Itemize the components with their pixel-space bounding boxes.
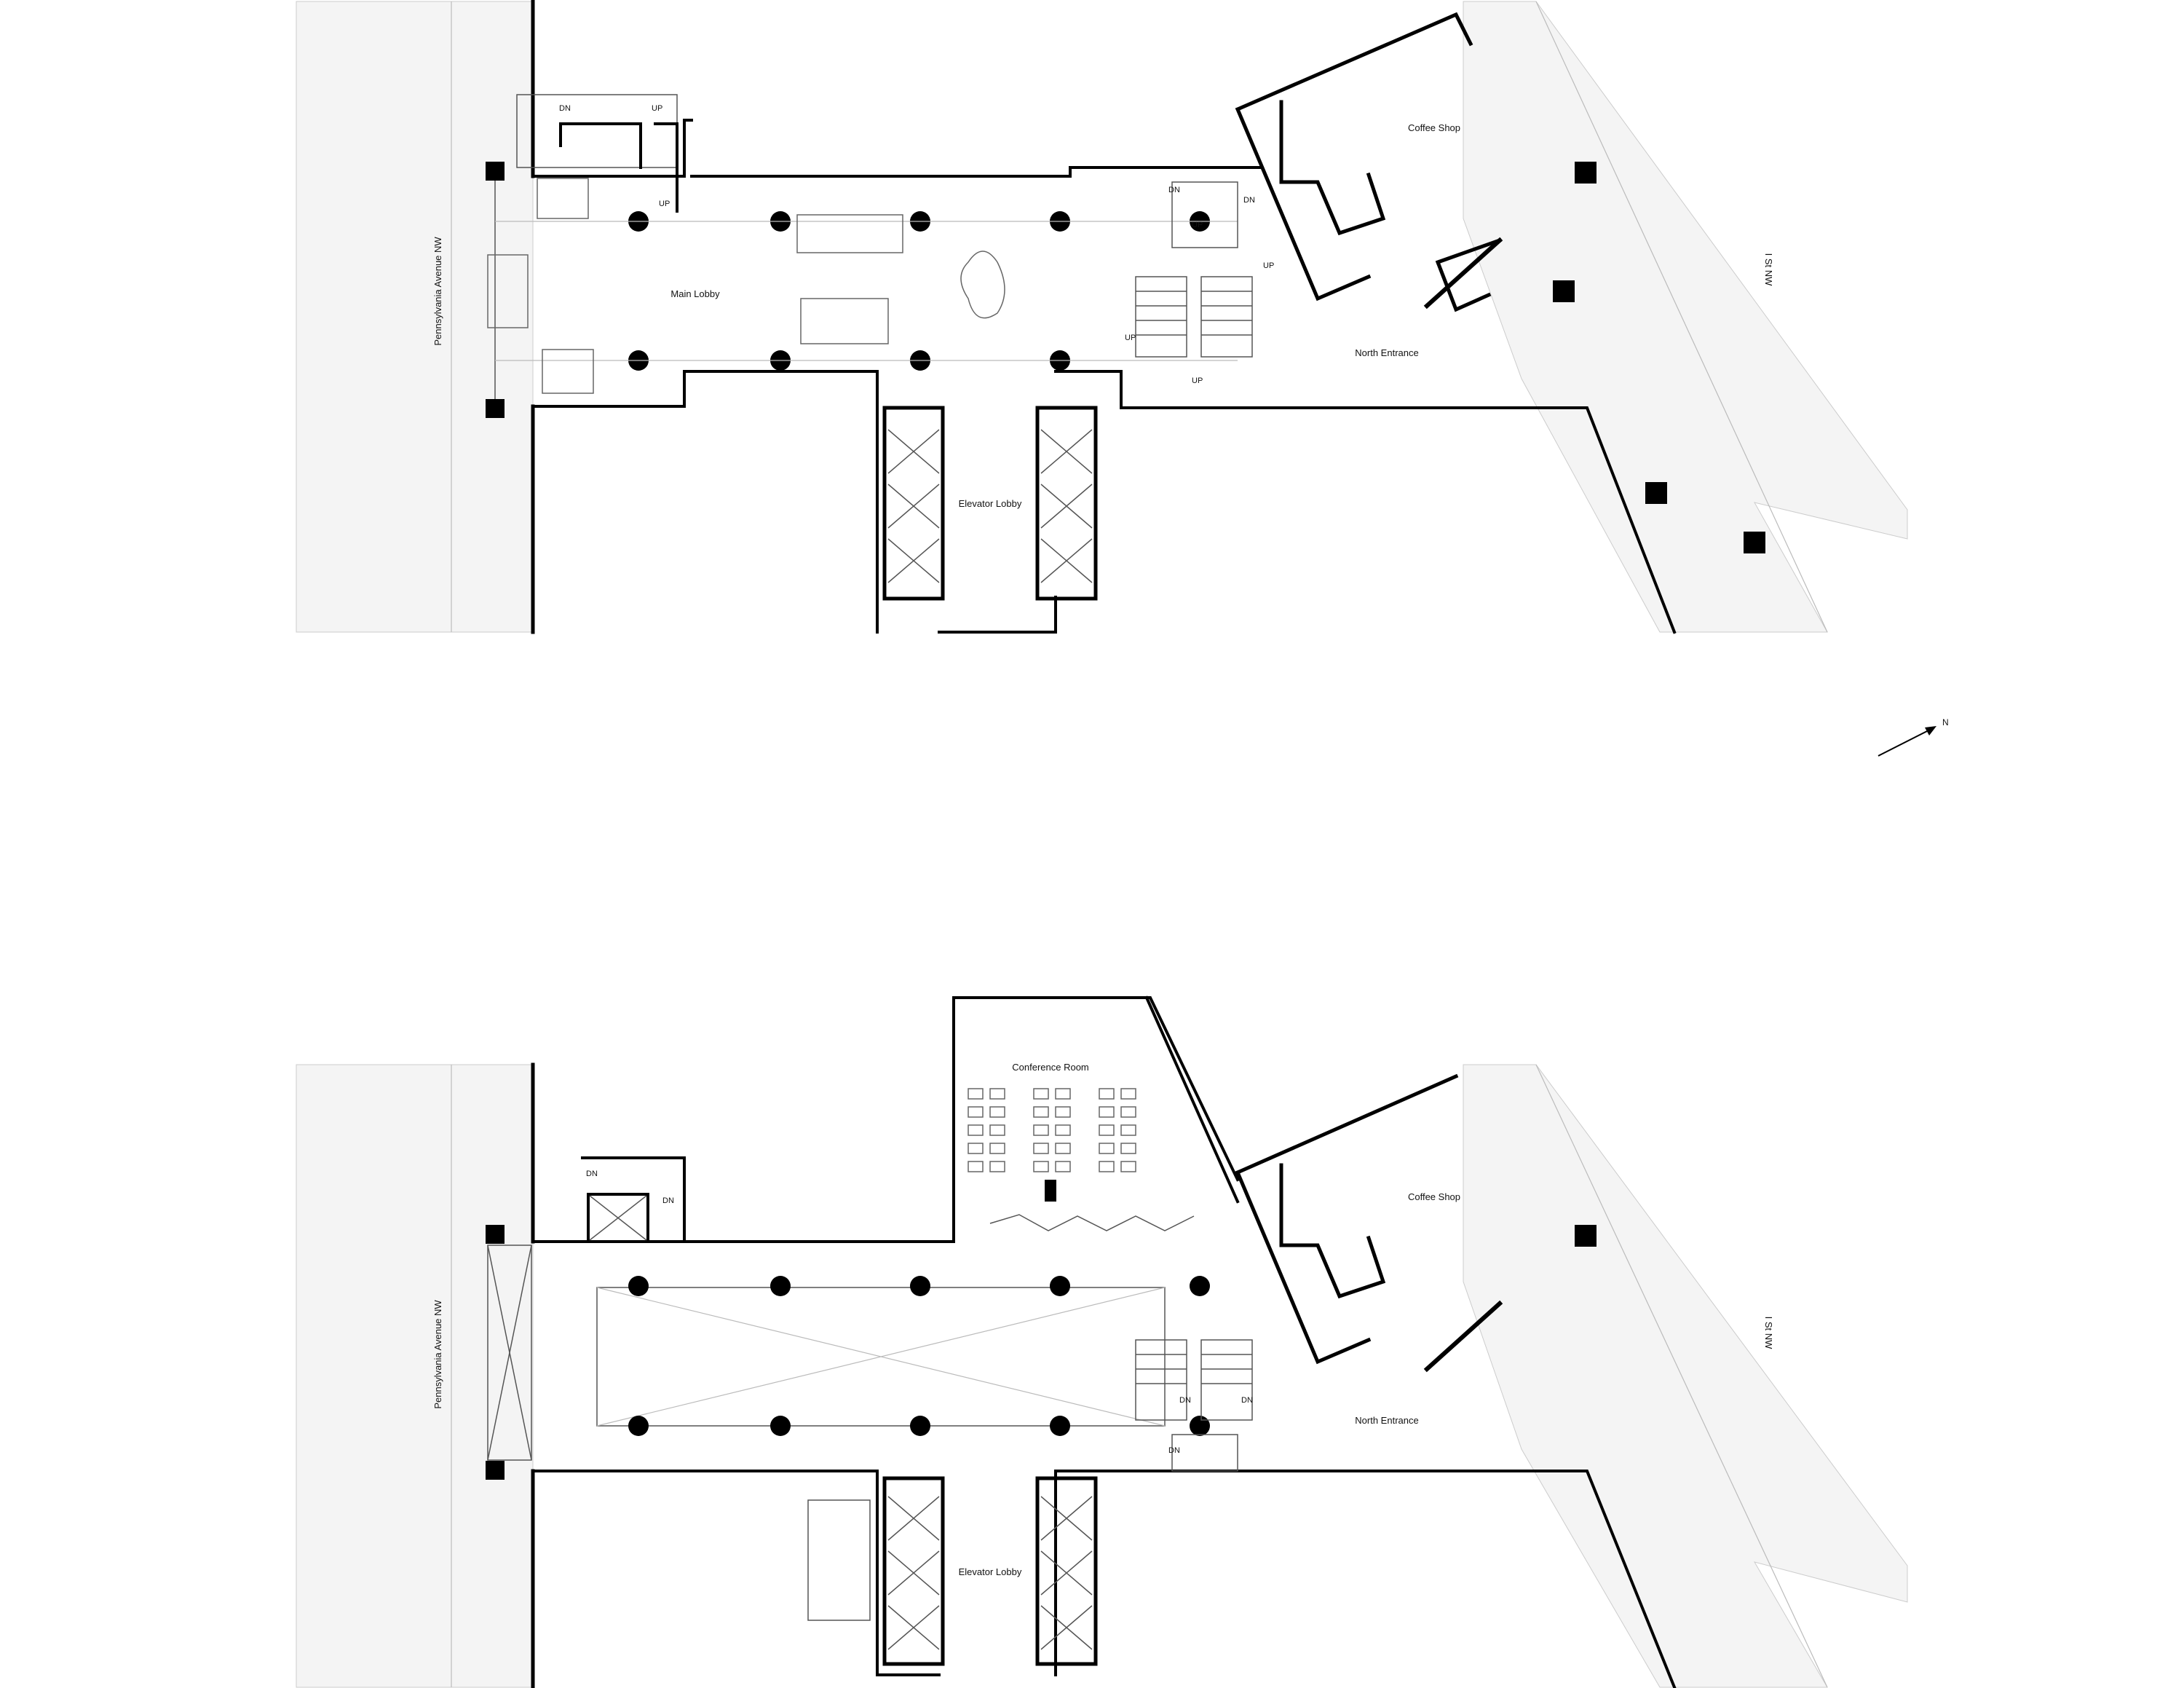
pennsylvania-avenue-label: Pennsylvania Avenue NW: [432, 237, 443, 346]
svg-text:DN: DN: [662, 1196, 674, 1205]
i-street-label: I St NW: [1763, 253, 1774, 287]
svg-text:UP: UP: [1192, 376, 1203, 385]
upper-elevator-lobby-label: Elevator Lobby: [959, 1566, 1022, 1577]
upper-atrium-columns: [628, 1276, 1210, 1436]
upper-west-street-area: [296, 1064, 534, 1688]
upper-east-street-area: [1463, 1064, 1908, 1688]
north-arrow-icon: N: [1878, 717, 1949, 757]
upper-pennsylvania-avenue-label: Pennsylvania Avenue NW: [432, 1300, 443, 1409]
elevator-lobby-label: Elevator Lobby: [959, 498, 1022, 509]
upper-floor-plan: Conference Room Elevator Lobby Coffee Sh…: [296, 995, 1908, 1688]
svg-text:DN: DN: [1168, 1446, 1180, 1455]
conference-room-seating: [968, 1088, 1136, 1172]
upper-i-street-label: I St NW: [1763, 1317, 1774, 1350]
svg-text:DN: DN: [1179, 1396, 1191, 1405]
ground-stair-marks: DN UP UP DN DN UP UP UP UP: [559, 104, 1274, 385]
ground-coffee-shop-walls: [1235, 12, 1473, 301]
svg-text:DN: DN: [559, 104, 571, 113]
svg-text:DN: DN: [586, 1170, 598, 1178]
svg-text:UP: UP: [1263, 261, 1274, 270]
east-street-area: [1463, 1, 1908, 633]
north-entrance-label: North Entrance: [1355, 347, 1418, 358]
upper-coffee-shop-label: Coffee Shop: [1408, 1191, 1460, 1202]
main-lobby-label: Main Lobby: [670, 288, 720, 299]
west-street-area: [296, 1, 534, 633]
svg-text:UP: UP: [1125, 334, 1136, 342]
svg-text:DN: DN: [1243, 196, 1255, 205]
coffee-shop-label: Coffee Shop: [1408, 122, 1460, 133]
svg-text:UP: UP: [1192, 221, 1203, 229]
svg-text:UP: UP: [659, 200, 670, 208]
atrium-void: [596, 1287, 1166, 1427]
svg-text:DN: DN: [1241, 1396, 1253, 1405]
svg-text:UP: UP: [652, 104, 662, 113]
ground-floor-plan: Main Lobby Elevator Lobby Coffee Shop No…: [296, 0, 1908, 634]
ground-elevator-core: [882, 406, 1098, 601]
upper-north-entrance-label: North Entrance: [1355, 1415, 1418, 1426]
upper-stair-marks: DN DN DN DN DN: [586, 1170, 1253, 1455]
svg-text:DN: DN: [1168, 186, 1180, 194]
north-arrow-label: N: [1942, 717, 1949, 727]
conference-room-label: Conference Room: [1012, 1062, 1089, 1073]
upper-elevator-core: [882, 1476, 1098, 1666]
